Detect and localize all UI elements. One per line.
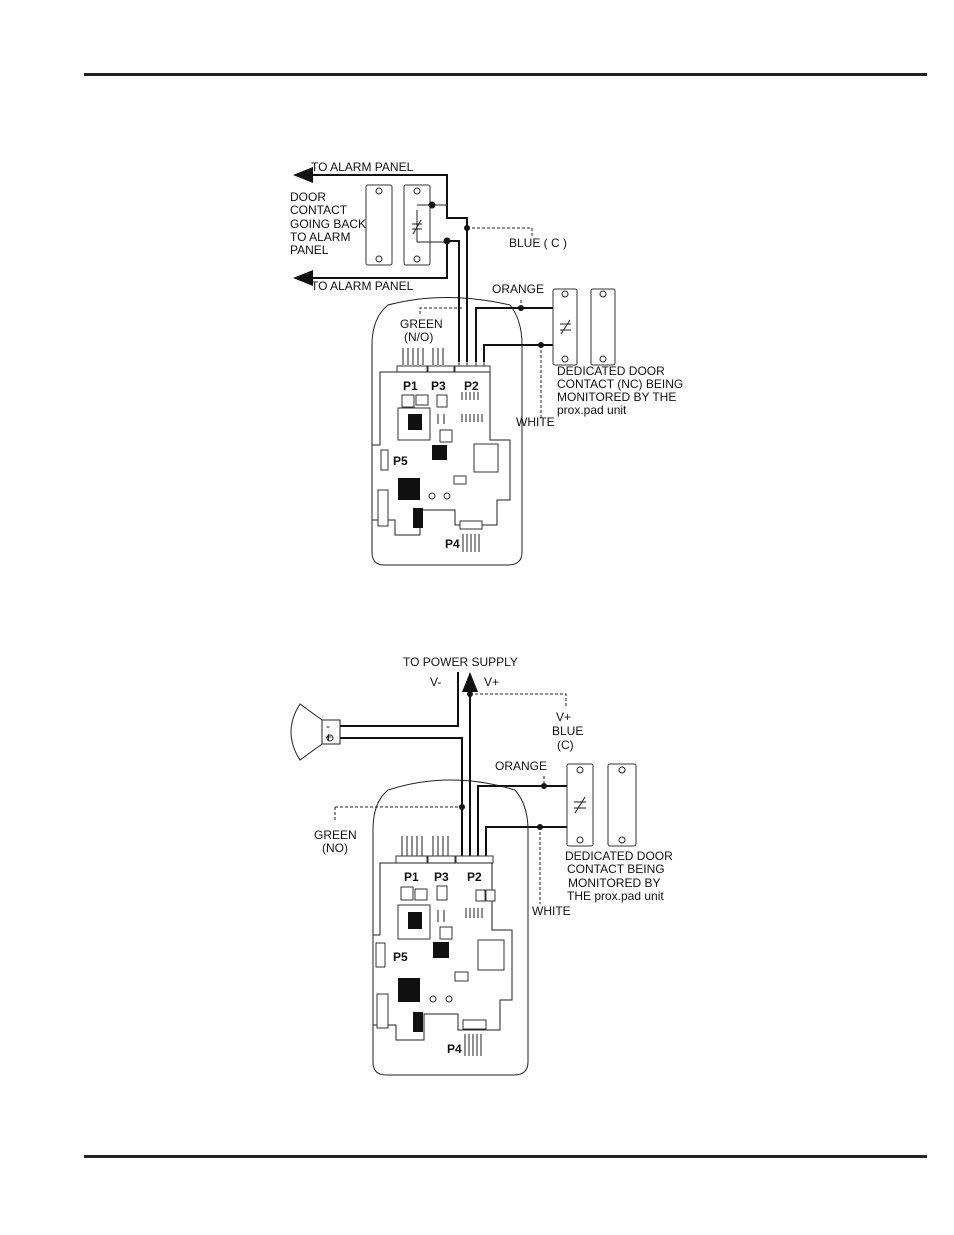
label-v-minus: V- bbox=[430, 675, 441, 689]
diagram-alarm-panel: TO ALARM PANEL TO ALARM PANEL DOOR CONTA… bbox=[290, 160, 683, 566]
dedicated-door-contact-1 bbox=[552, 288, 616, 366]
label-green-2b: (NO) bbox=[322, 841, 348, 855]
label-door-contact-5: PANEL bbox=[290, 243, 329, 257]
label-to-alarm-panel-top: TO ALARM PANEL bbox=[311, 160, 414, 174]
sounder-icon bbox=[290, 703, 341, 761]
keypad-housing-2 bbox=[372, 779, 529, 1076]
label-p1-2: P1 bbox=[404, 870, 419, 884]
label-p1: P1 bbox=[403, 379, 418, 393]
label-dedicated-2c: MONITORED BY bbox=[568, 876, 660, 890]
label-dedicated-2d: THE prox.pad unit bbox=[567, 889, 664, 903]
label-dedicated-4: prox.pad unit bbox=[557, 403, 627, 417]
label-white-2: WHITE bbox=[532, 904, 571, 918]
label-green-2: (N/O) bbox=[404, 330, 433, 344]
label-speaker-minus: - bbox=[326, 719, 330, 733]
label-door-contact-3: GOING BACK bbox=[290, 217, 366, 231]
label-p2-2: P2 bbox=[467, 870, 482, 884]
label-blue-1: V+ bbox=[556, 710, 571, 724]
connector-pins-2 bbox=[395, 836, 494, 864]
dedicated-door-contact-2 bbox=[566, 763, 637, 847]
pcb-board-1 bbox=[371, 371, 511, 536]
label-p3: P3 bbox=[431, 379, 446, 393]
label-speaker-plus: + bbox=[325, 730, 332, 744]
label-dedicated-2: CONTACT (NC) BEING bbox=[557, 377, 683, 391]
label-p4: P4 bbox=[445, 537, 460, 551]
keypad-housing bbox=[371, 297, 523, 566]
label-orange: ORANGE bbox=[492, 282, 544, 296]
header-rule bbox=[84, 73, 927, 76]
label-dedicated-2a: DEDICATED DOOR bbox=[565, 849, 673, 863]
label-green-1: GREEN bbox=[400, 317, 443, 331]
label-p5-2: P5 bbox=[393, 950, 408, 964]
label-blue-2: BLUE bbox=[552, 724, 583, 738]
label-p2: P2 bbox=[464, 379, 479, 393]
label-to-alarm-panel-bottom: TO ALARM PANEL bbox=[311, 279, 414, 293]
label-dedicated-1: DEDICATED DOOR bbox=[557, 364, 665, 378]
footer-rule bbox=[84, 1155, 927, 1158]
label-blue-3: (C) bbox=[557, 738, 574, 752]
label-p3-2: P3 bbox=[434, 870, 449, 884]
diagram-power-supply: TO POWER SUPPLY V- V+ V+ BLUE (C) ORANGE… bbox=[290, 655, 673, 1076]
label-to-power-supply: TO POWER SUPPLY bbox=[403, 655, 518, 669]
label-orange-2: ORANGE bbox=[495, 759, 547, 773]
label-dedicated-2b: CONTACT BEING bbox=[567, 862, 665, 876]
label-dedicated-3: MONITORED BY THE bbox=[557, 390, 676, 404]
label-white: WHITE bbox=[516, 415, 555, 429]
label-p4-2: P4 bbox=[447, 1042, 462, 1056]
label-blue: BLUE ( C ) bbox=[509, 236, 567, 250]
label-green-2a: GREEN bbox=[314, 828, 357, 842]
label-door-contact-2: CONTACT bbox=[290, 203, 348, 217]
label-v-plus: V+ bbox=[484, 675, 499, 689]
label-door-contact-4: TO ALARM bbox=[290, 230, 350, 244]
label-door-contact-1: DOOR bbox=[290, 190, 326, 204]
pcb-board-2 bbox=[372, 862, 513, 1041]
door-contact-alarm bbox=[365, 184, 431, 266]
label-p5: P5 bbox=[393, 454, 408, 468]
